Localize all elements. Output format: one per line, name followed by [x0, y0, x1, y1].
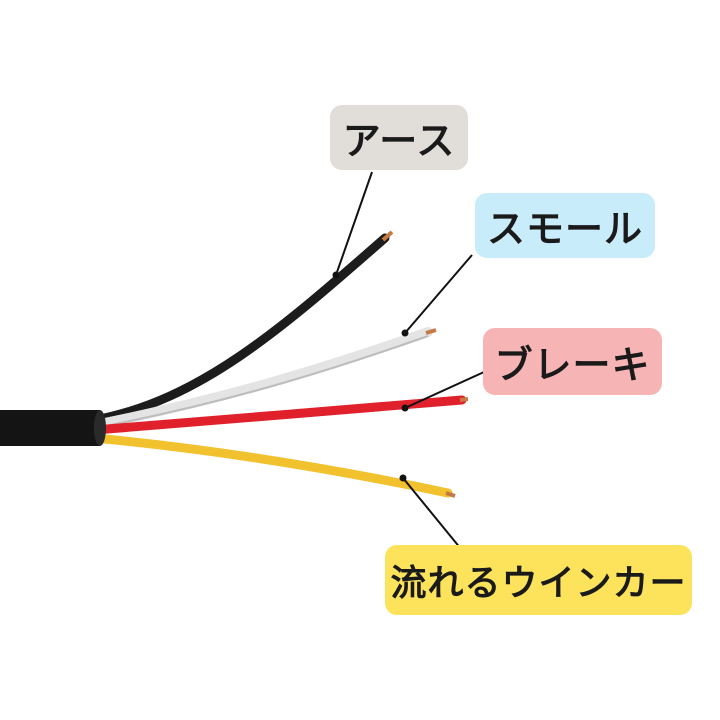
- red-wire: [90, 395, 467, 435]
- leader-line-earth: [335, 171, 373, 276]
- label-earth: アース: [330, 105, 468, 170]
- leader-dot: [401, 329, 409, 337]
- leader-line-small: [404, 254, 473, 334]
- copper-tip: [381, 230, 394, 242]
- copper-tip: [445, 491, 456, 498]
- leader-line-brake: [404, 371, 485, 409]
- label-turn-signal: 流れるウインカー: [385, 545, 692, 615]
- leader-dot: [332, 271, 340, 279]
- cable-jacket: [0, 410, 100, 446]
- copper-tip: [459, 397, 469, 402]
- leader-dot: [401, 404, 409, 412]
- yellow-wire: [90, 433, 453, 498]
- cable-jacket-end: [94, 410, 106, 446]
- black-wire: [90, 233, 390, 425]
- label-brake: ブレーキ: [483, 328, 662, 395]
- white-wire-shade: [94, 335, 429, 429]
- leader-dot: [399, 474, 407, 482]
- white-wire: [90, 327, 433, 430]
- label-small: スモール: [475, 193, 655, 258]
- copper-tip: [425, 328, 437, 335]
